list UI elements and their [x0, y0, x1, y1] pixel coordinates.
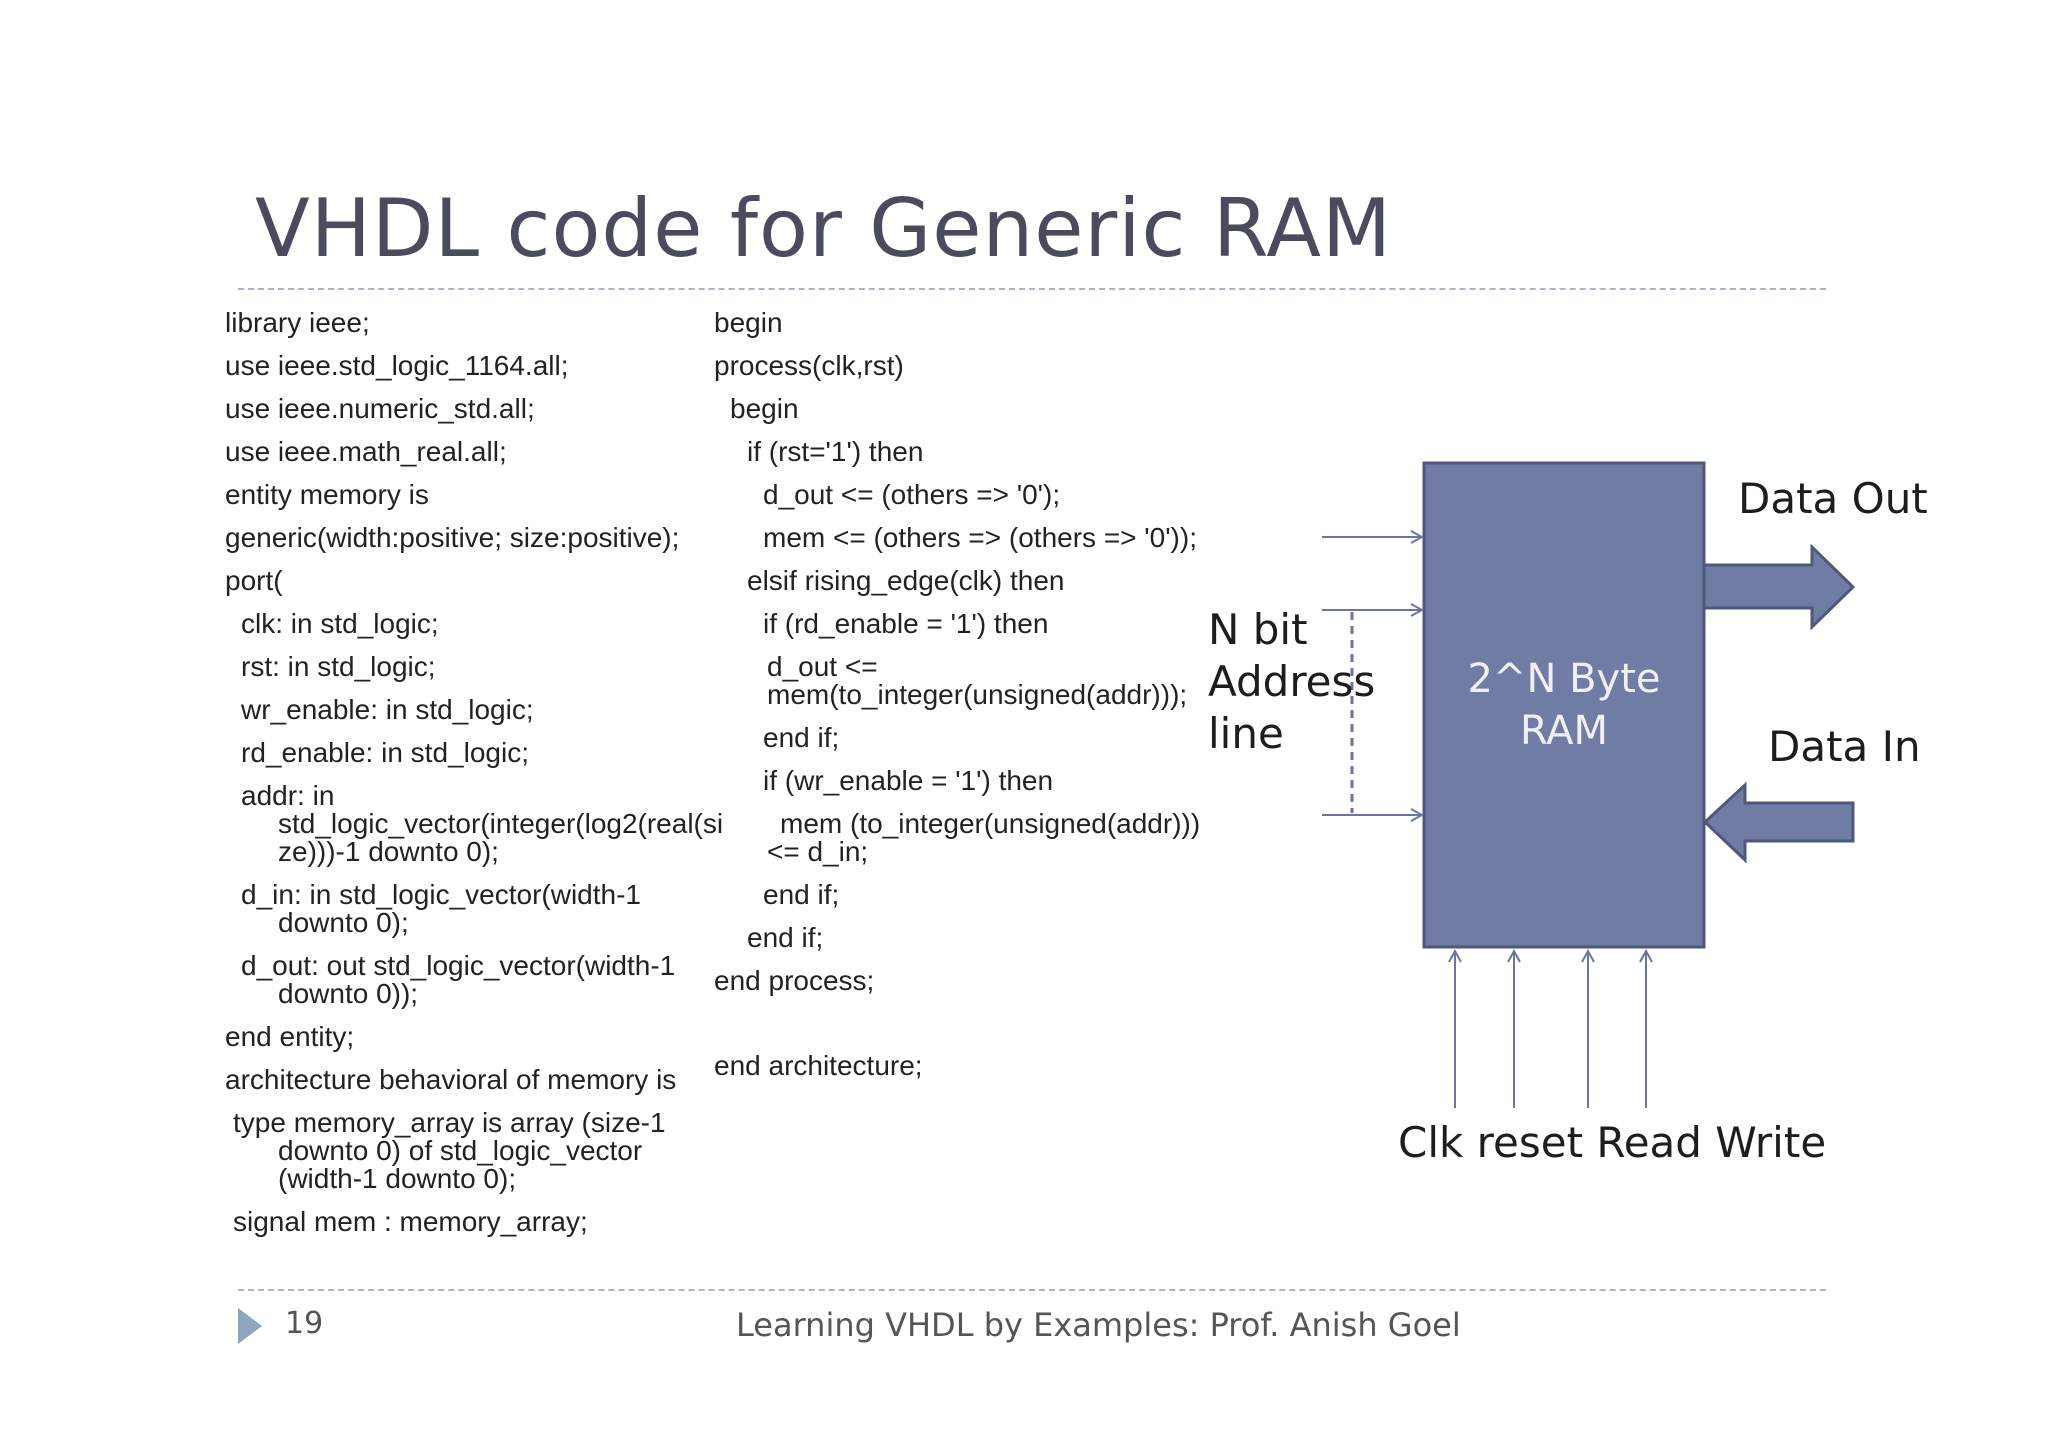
code-line: (width-1 downto 0); [278, 1163, 517, 1194]
code-line: <= d_in; [767, 836, 869, 867]
address-label-line: Address [1208, 657, 1376, 706]
data-in-arrow [1702, 781, 1855, 864]
code-line: use ieee.numeric_std.all; [225, 393, 535, 424]
data-out-label: Data Out [1738, 474, 1928, 523]
ram-block-label: 2^N Byte RAM [1424, 653, 1704, 757]
code-line: mem <= (others => (others => '0')); [763, 522, 1197, 553]
code-line: end if; [747, 922, 824, 953]
code-line: downto 0) of std_logic_vector [278, 1135, 643, 1166]
code-line: wr_enable: in std_logic; [241, 694, 534, 725]
code-line: use ieee.std_logic_1164.all; [225, 350, 569, 381]
address-label-line: N bit [1208, 605, 1308, 654]
code-line: d_out <= (others => '0'); [763, 479, 1061, 510]
code-line: signal mem : memory_array; [233, 1206, 588, 1237]
page-number: 19 [285, 1306, 324, 1341]
title-divider [238, 288, 1826, 290]
code-line: architecture behavioral of memory is [225, 1064, 677, 1095]
code-line: type memory_array is array (size-1 [233, 1107, 666, 1138]
data-out-arrow [1702, 543, 1856, 631]
code-line: library ieee; [225, 307, 370, 338]
code-line: mem (to_integer(unsigned(addr))) [780, 808, 1201, 839]
code-line: end architecture; [714, 1050, 923, 1081]
footer-divider [238, 1289, 1826, 1291]
code-line: mem(to_integer(unsigned(addr))); [767, 679, 1188, 710]
code-line: entity memory is [225, 479, 429, 510]
code-line: end entity; [225, 1021, 355, 1052]
slide-title: VHDL code for Generic RAM [255, 182, 1393, 275]
code-line: if (wr_enable = '1') then [763, 765, 1054, 796]
code-line: end if; [763, 879, 840, 910]
control-signals-label: Clk reset Read Write [1398, 1118, 1827, 1167]
code-line: if (rd_enable = '1') then [763, 608, 1049, 639]
code-line: d_in: in std_logic_vector(width-1 [241, 879, 641, 910]
footer-caption: Learning VHDL by Examples: Prof. Anish G… [736, 1306, 1461, 1344]
code-line: use ieee.math_real.all; [225, 436, 507, 467]
code-line: std_logic_vector(integer(log2(real(si [278, 808, 724, 839]
code-line: port( [225, 565, 283, 596]
code-line: generic(width:positive; size:positive); [225, 522, 680, 553]
ram-block [1422, 461, 1706, 949]
footer-triangle-icon [238, 1308, 262, 1344]
code-line: clk: in std_logic; [241, 608, 439, 639]
code-line: process(clk,rst) [714, 350, 904, 381]
code-line: downto 0)); [278, 978, 419, 1009]
code-line: rd_enable: in std_logic; [241, 737, 529, 768]
ram-block-label-line: RAM [1519, 708, 1609, 754]
code-line: downto 0); [278, 907, 409, 938]
code-line: end process; [714, 965, 875, 996]
code-line: elsif rising_edge(clk) then [747, 565, 1065, 596]
data-in-label: Data In [1768, 722, 1921, 771]
code-line: addr: in [241, 780, 335, 811]
code-line: begin [714, 307, 783, 338]
code-line: rst: in std_logic; [241, 651, 436, 682]
code-line: d_out: out std_logic_vector(width-1 [241, 950, 676, 981]
address-label-line: line [1208, 709, 1284, 758]
code-line: if (rst='1') then [747, 436, 924, 467]
address-label: N bit Address line [1208, 604, 1375, 760]
ram-block-label-line: 2^N Byte [1467, 656, 1661, 702]
code-line: ze)))-1 downto 0); [278, 836, 499, 867]
code-line: begin [730, 393, 799, 424]
code-line: d_out <= [767, 651, 878, 682]
code-line: end if; [763, 722, 840, 753]
